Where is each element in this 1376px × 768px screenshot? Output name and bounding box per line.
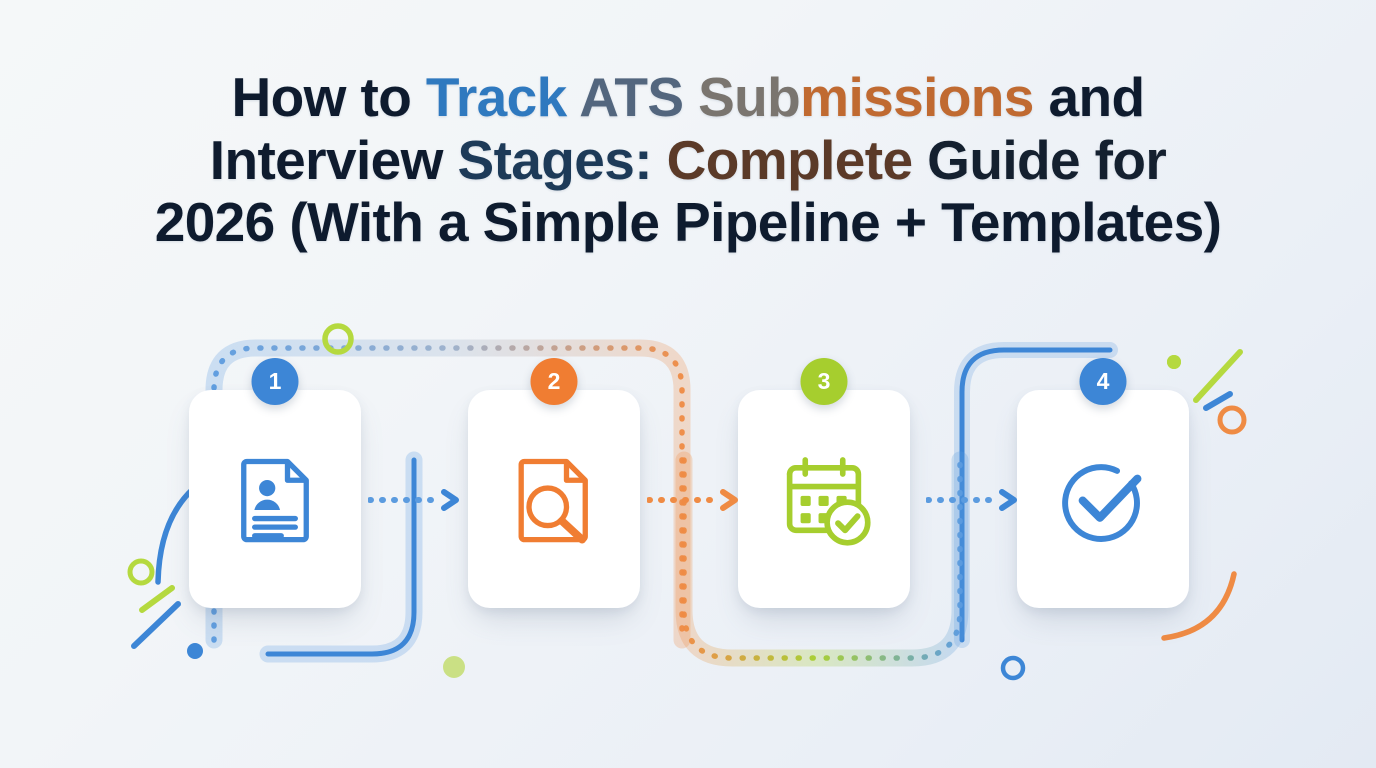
title-seg-track: Track — [425, 66, 580, 128]
title-line-1: How to Track ATS Submissions and — [0, 66, 1376, 129]
lime-dot-bottom-left — [443, 656, 465, 678]
lime-dash-top-right — [1193, 349, 1243, 403]
title-seg-stages: Stages: — [457, 128, 667, 191]
blue-dot-left — [187, 643, 203, 659]
step-badge-2: 2 — [530, 358, 578, 405]
lime-ring-top — [322, 323, 354, 355]
title-seg-ats: ATS — [579, 66, 699, 128]
step-badge-1: 1 — [251, 358, 299, 405]
pipeline-step-card-3[interactable]: 3 — [738, 358, 910, 608]
title-seg-and: and — [1048, 66, 1145, 128]
step-badge-3: 3 — [800, 358, 848, 405]
blue-dash-left — [131, 601, 181, 649]
arrow-step2-to-step3 — [647, 489, 738, 511]
orange-ring-right — [1217, 405, 1247, 435]
blue-ring-bottom-center — [1000, 655, 1026, 681]
arrow-step3-to-step4 — [926, 489, 1017, 511]
title-seg-complete: Complete — [666, 128, 928, 191]
title-seg-how-to: How to — [231, 66, 426, 128]
top-right-path — [954, 342, 1118, 648]
lime-ring-left — [127, 558, 155, 586]
circle-check-icon — [1062, 464, 1142, 542]
pipeline-step-card-1[interactable]: 1 — [189, 358, 361, 608]
blue-dash-top-right — [1203, 391, 1233, 411]
lime-dash-left — [139, 585, 175, 613]
title-seg-year-parenthetical: 2026 (With a Simple Pipeline + Templates… — [154, 191, 1222, 254]
step-badge-4: 4 — [1079, 358, 1127, 405]
title-seg-guide-for: Guide for — [927, 128, 1167, 191]
title-seg-missions: missions — [800, 66, 1049, 128]
arrow-step1-to-step2 — [368, 489, 459, 511]
document-search-icon — [518, 458, 588, 544]
pipeline-flow-paths — [205, 339, 1118, 667]
top-loop-path — [205, 339, 691, 649]
calendar-check-icon — [786, 457, 871, 546]
lime-dot-top-right-2 — [1167, 355, 1181, 369]
resume-document-icon — [241, 458, 309, 543]
pipeline-step-card-4[interactable]: 4 — [1017, 358, 1189, 608]
bottom-right-path — [675, 451, 969, 667]
title-line-3: 2026 (With a Simple Pipeline + Templates… — [0, 191, 1376, 254]
title-seg-interview: Interview — [209, 128, 458, 191]
page-title: How to Track ATS Submissions and Intervi… — [0, 66, 1376, 254]
orange-arc-bottom-right — [1161, 571, 1237, 641]
pipeline-step-card-2[interactable]: 2 — [468, 358, 640, 608]
pipeline-diagram: 1 2 3 — [0, 310, 1376, 720]
title-seg-sub: Sub — [698, 66, 801, 128]
title-line-2: Interview Stages: Complete Guide for — [0, 129, 1376, 192]
bottom-left-path — [259, 451, 423, 663]
decorative-shapes — [127, 323, 1247, 681]
